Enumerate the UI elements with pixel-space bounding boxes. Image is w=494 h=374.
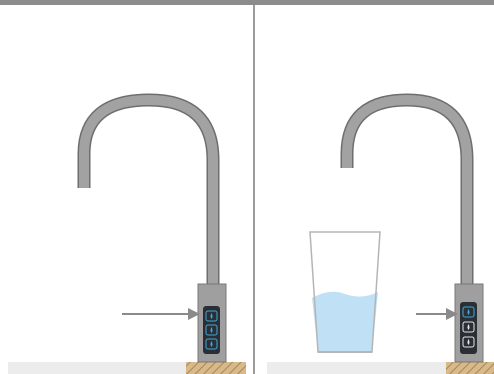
pointer-arrow xyxy=(416,308,458,320)
left-panel xyxy=(8,100,246,374)
glass-icon xyxy=(310,232,380,352)
wood-base xyxy=(446,362,494,374)
right-panel xyxy=(267,100,494,374)
faucet-spout xyxy=(347,100,467,290)
pointer-arrow xyxy=(122,308,200,320)
wood-base xyxy=(186,362,246,374)
top-bar xyxy=(0,0,494,5)
faucet-spout xyxy=(84,100,213,290)
